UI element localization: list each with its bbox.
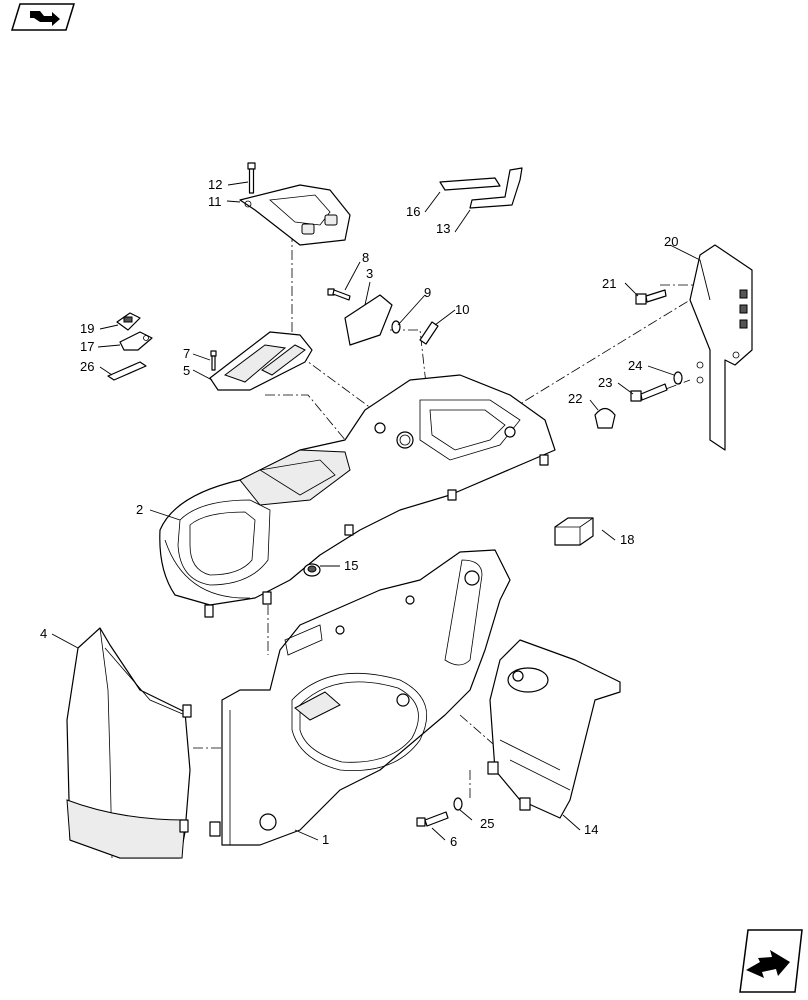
part-23-bolt xyxy=(630,383,668,402)
label-part-6: 6 xyxy=(450,834,457,849)
label-part-21: 21 xyxy=(602,276,616,291)
part-12-screw xyxy=(247,162,256,194)
part-22-cap xyxy=(594,407,616,429)
part-1-side-panel xyxy=(209,549,511,846)
part-18-block xyxy=(554,517,594,546)
part-26-trim xyxy=(107,361,147,381)
part-11-plate xyxy=(239,184,351,246)
part-24-washer xyxy=(673,371,683,385)
part-16-bracket xyxy=(439,177,501,191)
label-part-22: 22 xyxy=(568,391,582,406)
label-part-3: 3 xyxy=(366,266,373,281)
part-17-clip xyxy=(119,331,153,351)
label-part-2: 2 xyxy=(136,502,143,517)
book-arrow-icon[interactable] xyxy=(10,3,76,31)
label-part-25: 25 xyxy=(480,816,494,831)
label-part-15: 15 xyxy=(344,558,358,573)
label-part-13: 13 xyxy=(436,221,450,236)
next-page-arrow-icon[interactable] xyxy=(739,929,803,993)
label-part-8: 8 xyxy=(362,250,369,265)
label-part-10: 10 xyxy=(455,302,469,317)
part-20-side-bracket xyxy=(689,244,753,451)
label-part-5: 5 xyxy=(183,363,190,378)
part-3-cover xyxy=(344,294,393,346)
part-7-screw xyxy=(210,350,217,371)
label-part-17: 17 xyxy=(80,339,94,354)
part-10-pin xyxy=(419,321,439,345)
label-part-20: 20 xyxy=(664,234,678,249)
part-9-washer xyxy=(391,320,401,334)
label-part-24: 24 xyxy=(628,358,642,373)
label-part-16: 16 xyxy=(406,204,420,219)
label-part-4: 4 xyxy=(40,626,47,641)
label-part-26: 26 xyxy=(80,359,94,374)
part-21-bolt xyxy=(635,289,667,305)
label-part-9: 9 xyxy=(424,285,431,300)
label-part-19: 19 xyxy=(80,321,94,336)
part-labels: 12 11 16 13 8 3 9 10 20 21 19 17 26 7 5 … xyxy=(40,177,678,849)
part-6-screw xyxy=(416,811,449,827)
part-15-grommet xyxy=(303,563,321,577)
part-2-console xyxy=(159,374,556,618)
label-part-11: 11 xyxy=(208,194,222,209)
part-13-bracket xyxy=(469,167,523,209)
part-25-washer xyxy=(453,797,463,811)
part-19-clip xyxy=(116,312,141,331)
label-part-1: 1 xyxy=(322,832,329,847)
part-14-rear-cover xyxy=(487,639,621,819)
label-part-18: 18 xyxy=(620,532,634,547)
label-part-7: 7 xyxy=(183,346,190,361)
part-8-screw xyxy=(327,288,351,301)
label-part-23: 23 xyxy=(598,375,612,390)
label-part-12: 12 xyxy=(208,177,222,192)
part-5-switch-panel xyxy=(209,331,313,391)
leader-lines xyxy=(51,181,711,841)
label-part-14: 14 xyxy=(584,822,598,837)
part-4-front-cover xyxy=(66,627,192,859)
